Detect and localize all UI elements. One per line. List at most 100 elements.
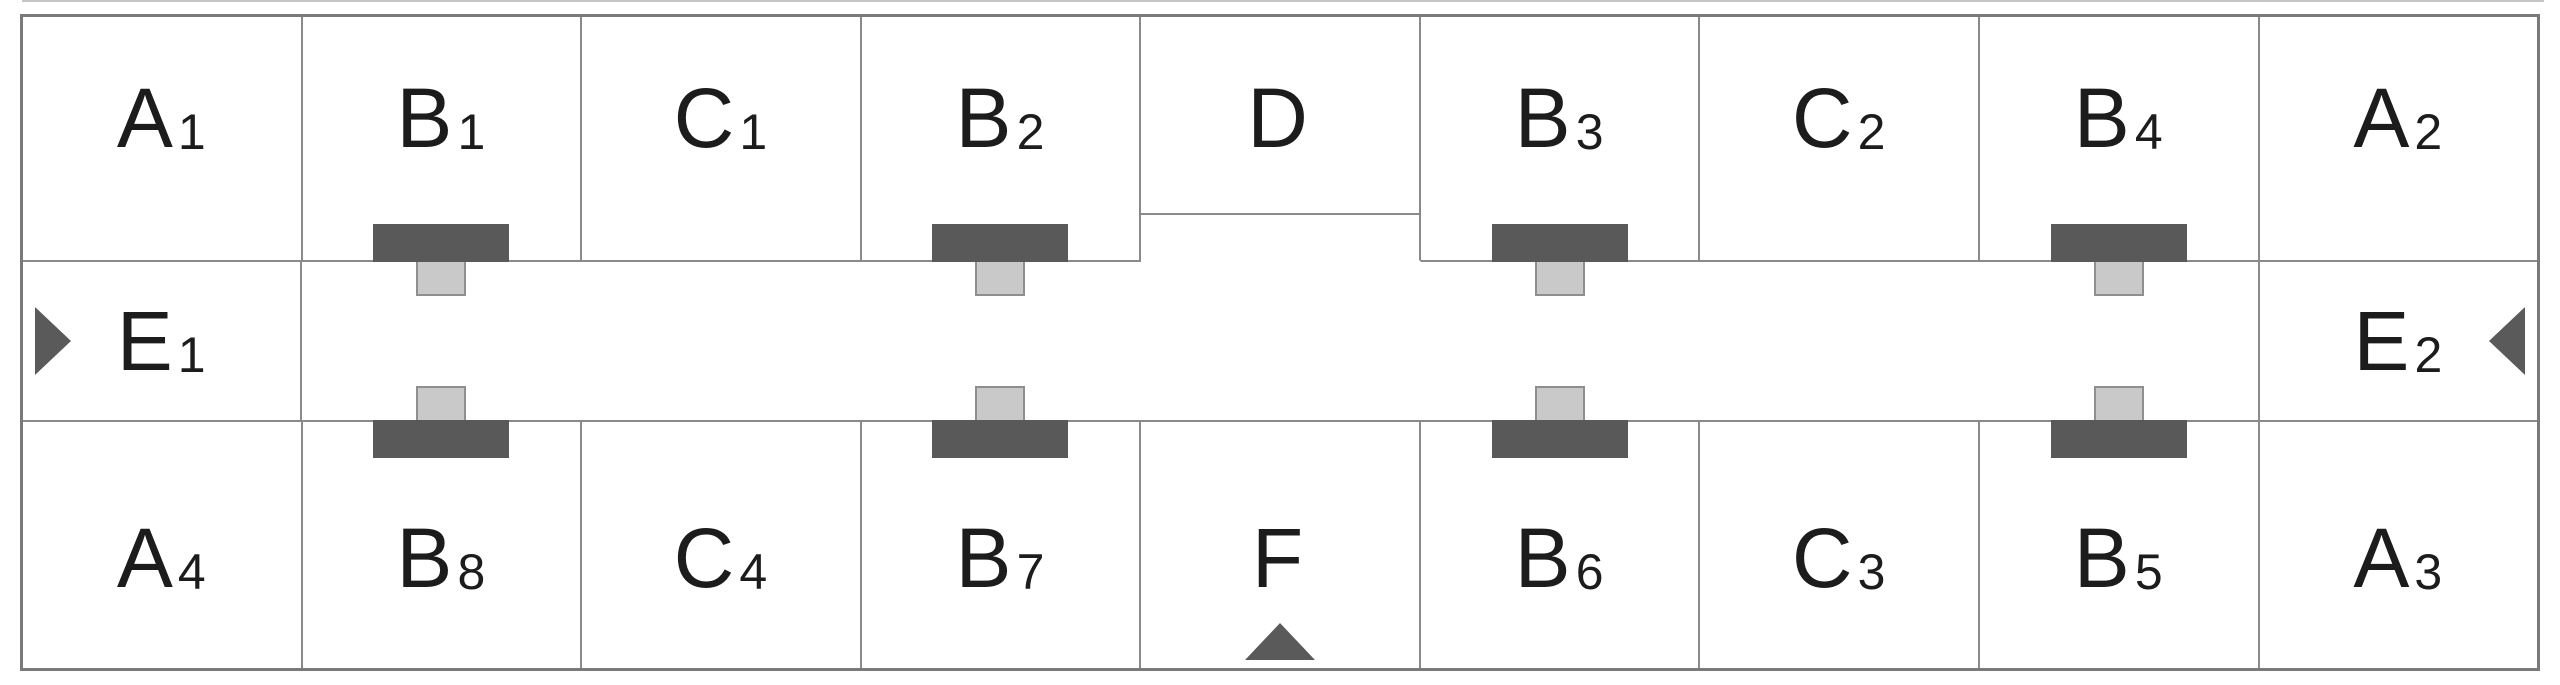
room-letter: B xyxy=(1514,70,1572,165)
room-subscript: 2 xyxy=(1857,103,1887,160)
room-letter: F xyxy=(1251,511,1305,605)
room-letter: C xyxy=(1791,70,1854,165)
dock-marker-icon xyxy=(932,420,1069,458)
room-subscript: 6 xyxy=(1575,544,1605,600)
room-subscript: 3 xyxy=(1857,544,1887,600)
room-subscript: 2 xyxy=(1016,103,1046,160)
room-subscript: 1 xyxy=(457,103,487,160)
dock-marker-icon xyxy=(2050,420,2187,458)
dock-tab-icon xyxy=(1534,386,1585,422)
room-letter: C xyxy=(673,511,736,605)
room-label-F: F xyxy=(1252,516,1308,600)
room-letter: B xyxy=(396,511,454,605)
room-letter: C xyxy=(673,70,736,165)
room-letter: B xyxy=(955,511,1013,605)
arrow-up-icon xyxy=(1245,623,1316,660)
room-subscript: 7 xyxy=(1016,544,1046,600)
room-subscript: 4 xyxy=(739,544,769,600)
room-label-D: D xyxy=(1247,76,1313,160)
room-letter: E xyxy=(116,294,174,388)
room-subscript: 1 xyxy=(739,103,769,160)
room-letter: D xyxy=(1247,70,1309,165)
dock-marker-icon xyxy=(2050,224,2187,262)
dock-tab-icon xyxy=(975,260,1026,296)
room-letter: A xyxy=(116,511,174,605)
room-subscript: 2 xyxy=(2414,327,2444,383)
room-letter: E xyxy=(2353,294,2411,388)
room-letter: A xyxy=(116,70,174,165)
room-letter: A xyxy=(2353,511,2411,605)
dock-tab-icon xyxy=(416,260,467,296)
room-letter: B xyxy=(955,70,1013,165)
room-F: F xyxy=(1141,420,1421,668)
room-D: D xyxy=(1141,17,1421,262)
dock-tab-icon xyxy=(1534,260,1585,296)
room-letter: B xyxy=(1514,511,1572,605)
room-subscript: 4 xyxy=(2134,103,2164,160)
room-subscript: 4 xyxy=(177,544,207,600)
room-subscript: 3 xyxy=(2414,544,2444,600)
top-edge-line xyxy=(22,0,2544,2)
room-subscript: 2 xyxy=(2414,103,2444,160)
room-subscript: 1 xyxy=(177,103,207,160)
room-subscript: 8 xyxy=(457,544,487,600)
room-letter: B xyxy=(2073,511,2131,605)
room-letter: C xyxy=(1791,511,1854,605)
corridor xyxy=(302,262,2258,420)
dock-marker-icon xyxy=(373,224,510,262)
dock-tab-icon xyxy=(2093,386,2144,422)
room-subscript: 1 xyxy=(177,327,207,383)
arrow-left-icon xyxy=(2489,307,2525,375)
dock-marker-icon xyxy=(1491,420,1628,458)
arrow-right-icon xyxy=(35,307,71,375)
dock-tab-icon xyxy=(2093,260,2144,296)
room-letter: B xyxy=(2073,70,2131,165)
room-subscript: 3 xyxy=(1575,103,1605,160)
dock-tab-icon xyxy=(975,386,1026,422)
room-letter: B xyxy=(396,70,454,165)
dock-marker-icon xyxy=(373,420,510,458)
dock-marker-icon xyxy=(932,224,1069,262)
room-subscript: 5 xyxy=(2134,544,2164,600)
room-letter: A xyxy=(2353,70,2411,165)
dock-tab-icon xyxy=(416,386,467,422)
